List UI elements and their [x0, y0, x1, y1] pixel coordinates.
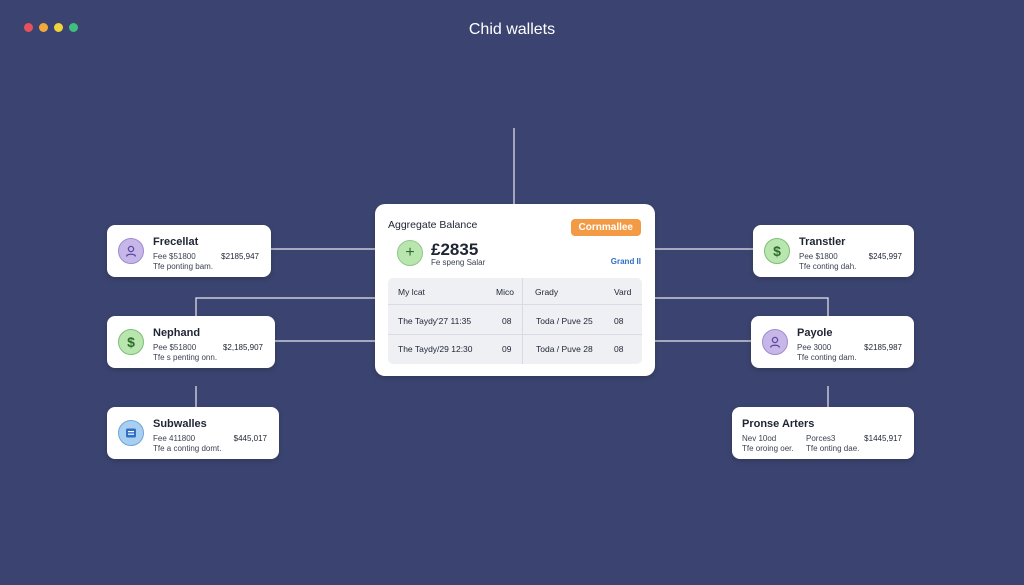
table-cell: 08 — [614, 344, 624, 354]
table-cell: Toda / Puve 25 — [536, 316, 593, 326]
wallet-amount: $2185,987 — [864, 343, 902, 352]
wallet-description: Tfe a conting domt. — [153, 444, 222, 453]
dollar-icon: $ — [118, 329, 144, 355]
minimize-window-dot[interactable] — [39, 23, 48, 32]
wallet-description: Tfe oroing oer. — [742, 444, 794, 453]
wallet-detail: Fee 411800 — [153, 434, 196, 443]
wallet-name: Transtler — [799, 236, 846, 248]
connector-payole-branch — [655, 297, 829, 316]
table-header: My lcat — [398, 287, 425, 297]
wallet-amount: $2,185,907 — [222, 343, 263, 352]
table-header: Mico — [496, 287, 514, 297]
close-window-dot[interactable] — [24, 23, 33, 32]
wallet-description: Tfe ponting bam. — [153, 262, 214, 271]
window-controls — [24, 23, 78, 32]
transactions-table: My lcat Mico Grady Vard The Taydy'27 11:… — [388, 278, 642, 364]
wallet-amount: $2185,947 — [221, 252, 259, 261]
wallet-description: Tfe conting dah. — [799, 262, 857, 271]
wallet-description: Tfe s penting onn. — [153, 353, 218, 362]
wallet-description: Tfe conting dam. — [797, 353, 857, 362]
dollar-icon: $ — [764, 238, 790, 264]
table-cell: Toda / Puve 28 — [536, 344, 593, 354]
wallet-name: Subwalles — [153, 418, 207, 430]
aggregate-label: Aggregate Balance — [388, 219, 478, 231]
table-cell: The Taydy'27 11:35 — [398, 316, 472, 326]
wallet-icon — [118, 420, 144, 446]
wallet-name: Nephand — [153, 327, 201, 339]
wallet-amount: $245,997 — [868, 252, 902, 261]
wallet-card-frecellat[interactable]: Frecellat Fee $51800 Tfe ponting bam. $2… — [107, 225, 271, 277]
table-cell: 08 — [614, 316, 624, 326]
wallet-card-subwalles[interactable]: Subwalles Fee 411800 Tfe a conting domt.… — [107, 407, 279, 459]
table-cell: 08 — [502, 316, 512, 326]
table-header: Grady — [535, 287, 559, 297]
wallet-detail: Fee $51800 — [153, 252, 196, 261]
wallet-amount: $1445,917 — [864, 434, 902, 443]
aggregate-amount: £2835 — [431, 240, 479, 259]
wallet-name: Frecellat — [153, 236, 199, 248]
wallet-card-payole[interactable]: Payole Pee 3000 Tfe conting dam. $2185,9… — [751, 316, 914, 368]
wallet-detail-secondary: Porces3 — [806, 434, 836, 443]
status-badge[interactable]: Cornmallee — [570, 219, 641, 236]
table-header: Vard — [614, 287, 632, 297]
wallet-name: Pronse Arters — [742, 418, 815, 430]
table-cell: The Taydy/29 12:30 — [398, 344, 473, 354]
wallet-amount: $445,017 — [233, 434, 267, 443]
table-cell: 09 — [502, 344, 512, 354]
wallet-detail: Nev 10od — [742, 434, 777, 443]
aggregate-balance-card: Aggregate Balance Cornmallee + £2835 Fe … — [375, 204, 655, 376]
wallet-card-transtler[interactable]: $ Transtler Pee $1800 Tfe conting dah. $… — [753, 225, 914, 277]
zoom-window-dot[interactable] — [54, 23, 63, 32]
aggregate-subtext: Fe speng Salar — [431, 258, 486, 267]
wallet-card-pronse-arters[interactable]: Pronse Arters Nev 10od Tfe oroing oer. P… — [732, 407, 914, 459]
grand-total-link[interactable]: Grand II — [610, 257, 641, 266]
wallet-detail: Pee $51800 — [153, 343, 197, 352]
wallet-description-secondary: Tfe onting dae. — [806, 444, 860, 453]
extra-window-dot[interactable] — [69, 23, 78, 32]
page-title: Chid wallets — [468, 21, 556, 38]
wallet-detail: Pee 3000 — [797, 343, 832, 352]
person-icon — [118, 238, 144, 264]
connector-nephand-branch — [195, 297, 375, 316]
wallet-detail: Pee $1800 — [799, 252, 838, 261]
wallet-name: Payole — [797, 327, 833, 339]
add-icon[interactable]: + — [397, 240, 423, 266]
person-icon — [762, 329, 788, 355]
wallet-card-nephand[interactable]: $ Nephand Pee $51800 Tfe s penting onn. … — [107, 316, 275, 368]
